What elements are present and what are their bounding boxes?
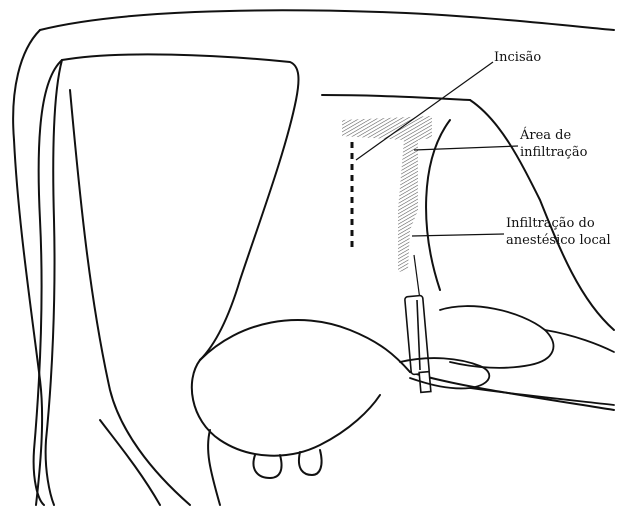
back-line: [40, 10, 614, 30]
leader-infiltracao: [412, 234, 504, 236]
hock-line: [100, 420, 160, 505]
label-infiltration-area-line2: infiltração: [520, 145, 587, 160]
paralumbar-line: [322, 95, 470, 100]
label-incision: Incisão: [494, 50, 541, 65]
stifle-line: [208, 430, 220, 505]
upper-hand: [440, 306, 553, 368]
forearm-upper: [545, 330, 614, 352]
teat-1: [253, 455, 281, 478]
label-local-anesthetic-line1: Infiltração do: [506, 216, 595, 231]
underline: [410, 372, 614, 410]
udder: [192, 360, 380, 456]
hands: [400, 306, 614, 405]
hind-leg-front: [70, 90, 190, 505]
cow-outline: [13, 10, 614, 505]
tail-outer: [34, 60, 62, 505]
leader-area: [414, 146, 518, 150]
tail-inner: [46, 60, 62, 505]
leader-lines: [356, 62, 518, 236]
teat-2: [299, 450, 322, 475]
rump-curve: [13, 30, 40, 140]
flank-fold: [426, 120, 450, 290]
leader-incisao: [356, 62, 493, 160]
forearm-lower: [470, 388, 614, 405]
belly-line: [200, 320, 410, 372]
thigh-outline: [62, 54, 298, 360]
label-infiltration-area-line1: Área de: [520, 128, 571, 143]
hind-leg-back: [14, 140, 42, 505]
infiltration-area: [342, 116, 432, 272]
label-local-anesthetic-line2: anestésico local: [506, 233, 611, 248]
